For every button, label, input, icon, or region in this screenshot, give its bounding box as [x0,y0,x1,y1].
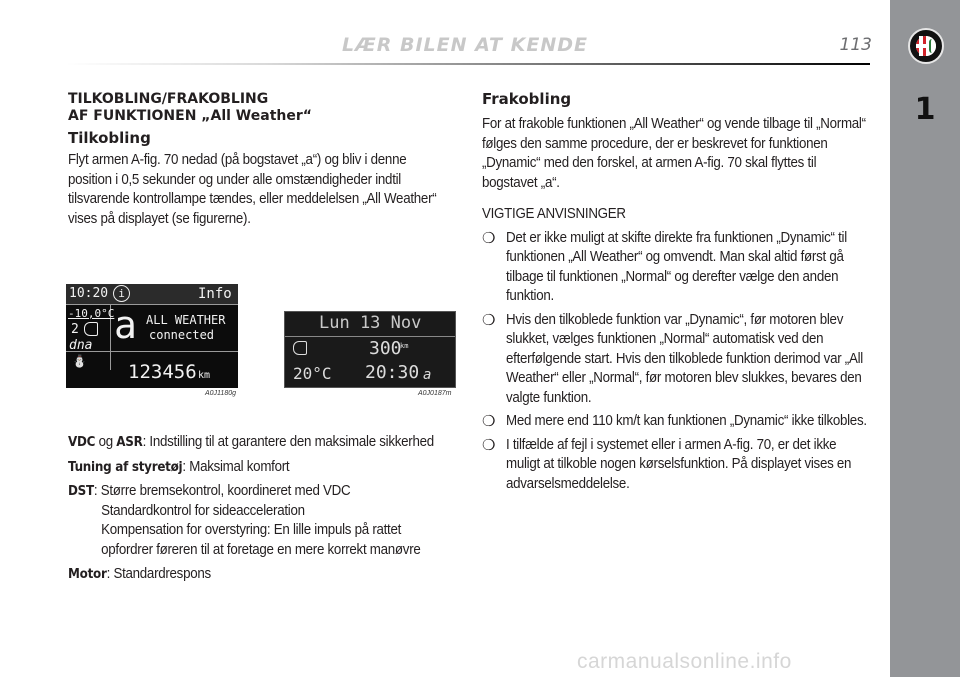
left-column: TILKOBLING/FRAKOBLING AF FUNKTIONEN „All… [68,91,453,229]
vdc-og: og [95,434,117,450]
header-rule [66,63,870,65]
subheading-tilkobling: Tilkobling [68,129,151,147]
display2-temp: 20°C [293,364,332,383]
chapter-number: 1 [914,92,936,127]
dst-row: DST: Større bremsekontrol, koordineret m… [68,482,455,502]
display1-msg-line1: ALL WEATHER [146,313,226,327]
figure-code-2: A0J0187m [418,390,452,397]
tuning-row: Tuning af styretøj: Maksimal komfort [68,458,455,478]
definitions-block: VDC og ASR: Indstilling til at garantere… [68,433,458,585]
motor-label: Motor [68,567,107,582]
alfa-romeo-logo-icon [908,28,944,64]
list-item: ❍ Det er ikke muligt at skifte direkte fr… [482,229,872,307]
dst-line1: : Større bremsekontrol, koordineret med … [93,483,351,499]
display1-temp: -10,0°C [68,307,115,320]
asr-label: ASR [116,435,143,450]
headlight-icon [293,341,307,355]
tuning-label: Tuning af styretøj [68,459,183,475]
frakobling-paragraph: For at frakoble funktionen „All Weather“… [482,116,866,191]
dst-line4-text: opfordrer føreren til at foretage en mer… [101,541,421,558]
note-text: I tilfælde af fejl i systemet eller i ar… [506,436,852,492]
vdc-label: VDC [68,435,96,450]
page-number: 113 [839,35,872,55]
list-item: ❍ Hvis den tilkoblede funktion var „Dynam… [482,311,872,409]
display2-range: 300 [369,338,402,359]
dst-label: DST [68,484,94,499]
display2-mode-letter: a [423,367,432,383]
list-item: ❍ Med mere end 110 km/t kan funktionen „D… [482,412,872,432]
info-icon: i [113,285,130,302]
snowflake-car-icon: ⛄ [72,354,87,368]
headlight-icon [84,322,98,336]
display2-time: 20:30 [365,362,420,383]
section-heading-line1: TILKOBLING/FRAKOBLING [68,91,269,107]
tilkobling-paragraph: Flyt armen A-fig. 70 nedad (på bogstavet… [68,152,437,227]
list-item: ❍ I tilfælde af fejl i systemet eller i a… [482,436,872,495]
dst-line3-text: Kompensation for overstyring: En lille i… [101,522,402,538]
motor-row: Motor: Standardrespons [68,565,455,585]
instrument-display-date: Lun 13 Nov 300 km 20°C 20:30 a [284,311,456,388]
dst-line3: Kompensation for overstyring: En lille i… [68,521,455,541]
vdc-text: : Indstilling til at garantere den maksi… [142,434,435,450]
note-text: Med mere end 110 km/t kan funktionen „Dy… [506,413,867,429]
watermark-text: carmanualsonline.info [577,650,792,673]
motor-text: : Standardrespons [106,566,212,582]
display1-dna: dna [69,338,93,353]
display1-msg-line2: connected [149,328,215,342]
display1-unit: km [198,370,211,381]
display1-gear: 2 [71,322,79,337]
display1-odometer: 123456 [128,361,197,383]
tuning-text: : Maksimal komfort [182,458,290,475]
note-text: Det er ikke muligt at skifte direkte fra… [506,229,847,305]
dst-line4: opfordrer føreren til at foretage en mer… [68,541,455,561]
display1-mode-letter: a [114,303,137,347]
right-column: Frakobling For at frakoble funktionen „A… [482,91,872,498]
bullet-circle-icon: ❍ [482,229,496,247]
bullet-circle-icon: ❍ [482,311,496,329]
display1-info: Info [198,286,232,302]
display1-time: 10:20 [69,286,109,301]
notes-list: ❍ Det er ikke muligt at skifte direkte fr… [482,229,872,495]
chapter-side-tab [890,0,960,677]
page-header-title: LÆR BILEN AT KENDE [342,34,588,56]
section-heading-line2: AF FUNKTIONEN „All Weather“ [68,108,312,124]
instrument-display-all-weather: 10:20 i Info -10,0°C 2 dna ⛄ a ALL WEATH… [66,284,238,388]
figure-code-1: A0J1180g [205,390,237,397]
subheading-frakobling: Frakobling [482,90,572,108]
notes-title: VIGTIGE ANVISNINGER [482,206,626,222]
display2-range-unit: km [400,342,409,350]
bullet-circle-icon: ❍ [482,436,496,454]
display2-date: Lun 13 Nov [319,313,422,333]
bullet-circle-icon: ❍ [482,413,496,430]
dst-line2: Standardkontrol for sideacceleration [68,502,455,522]
dst-line2-text: Standardkontrol for sideacceleration [101,502,305,519]
note-text: Hvis den tilkoblede funktion var „Dynami… [506,311,863,406]
vdc-asr-row: VDC og ASR: Indstilling til at garantere… [68,433,455,453]
